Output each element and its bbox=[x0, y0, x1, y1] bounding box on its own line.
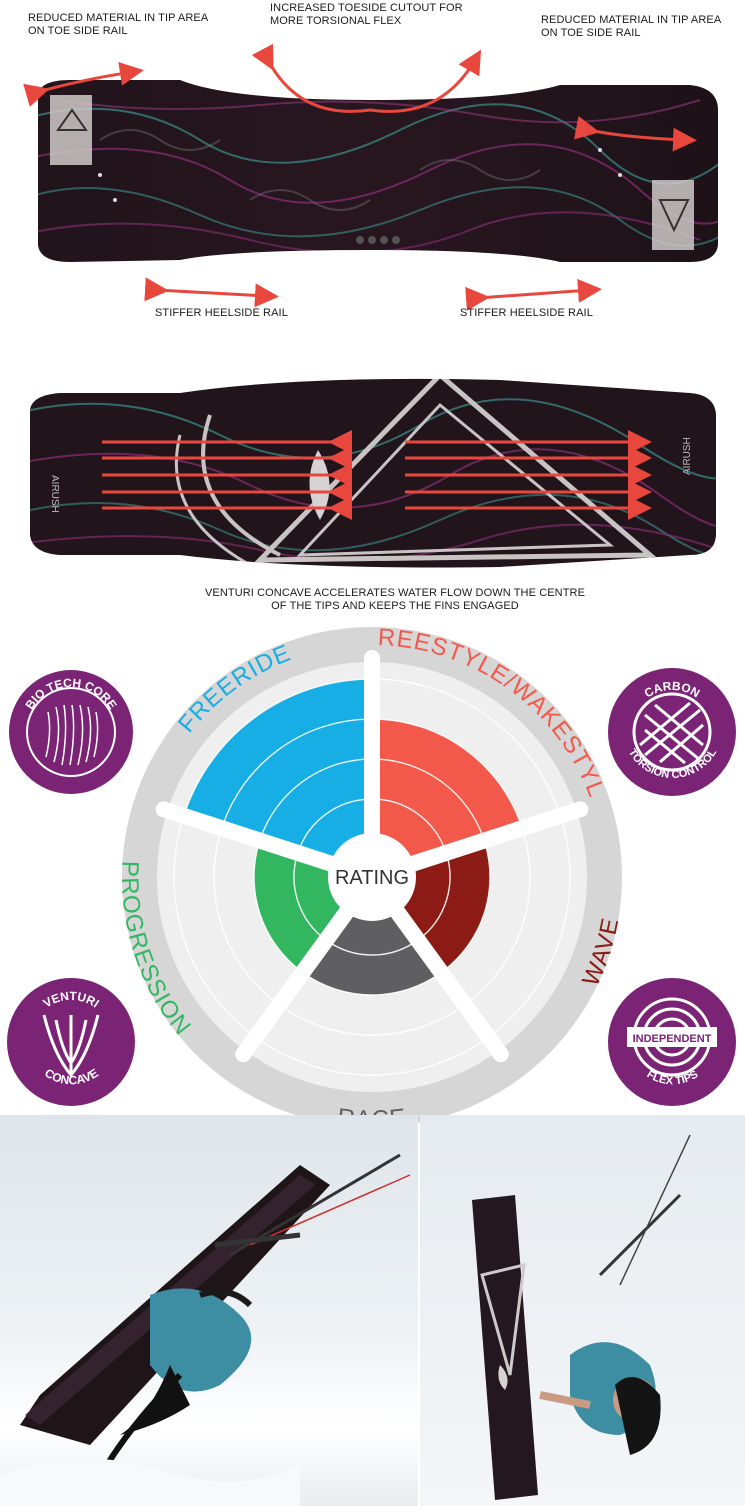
rating-guide-ring bbox=[375, 718, 522, 826]
rating-guide-ring bbox=[259, 758, 370, 839]
rating-guide-ring bbox=[222, 718, 369, 826]
rating-spoke bbox=[400, 801, 589, 874]
board-brand-left: AIRUSH bbox=[49, 475, 60, 513]
rider-jump-illustration bbox=[0, 1153, 411, 1506]
caption-toe-tip-right: REDUCED MATERIAL IN TIP AREA ON TOE SIDE… bbox=[541, 14, 721, 39]
badge-venturi-bottom-label: CONCAVE bbox=[42, 1066, 101, 1088]
rating-guide-ring bbox=[491, 819, 571, 1036]
rating-guide-ring bbox=[258, 1038, 486, 1076]
rating-spoke bbox=[155, 801, 344, 874]
badge-independent-flex-tips: INDEPENDENT FLEX TIPS bbox=[608, 978, 736, 1106]
photo-rider-jump bbox=[0, 1115, 418, 1506]
rating-spoke bbox=[386, 899, 509, 1063]
badge-independent-center-label: INDEPENDENT bbox=[633, 1033, 712, 1045]
rating-center-label: RATING bbox=[335, 867, 409, 889]
badge-bio-tech-core: BIO TECH CORE bbox=[9, 670, 133, 794]
badge-carbon-torsion: CARBON TORSION CONTROL bbox=[608, 668, 736, 796]
rating-guide-ring bbox=[213, 830, 278, 1004]
rating-guide-ring bbox=[374, 758, 485, 839]
rider-board-illustration bbox=[472, 1134, 691, 1500]
rating-guide-ring bbox=[373, 798, 447, 852]
photo-rider-board-up bbox=[420, 1115, 745, 1506]
rating-segment-freestyle-wakestyle bbox=[372, 719, 522, 865]
rating-guide-ring bbox=[281, 1006, 463, 1036]
caption-heelside-right: STIFFER HEELSIDE RAIL bbox=[460, 307, 593, 319]
svg-text:CARBON: CARBON bbox=[642, 679, 703, 701]
caption-heelside-left: STIFFER HEELSIDE RAIL bbox=[155, 307, 288, 319]
rating-segment-progression bbox=[254, 842, 350, 972]
caption-toe-tip-left: REDUCED MATERIAL IN TIP AREA ON TOE SIDE… bbox=[28, 12, 208, 37]
svg-text:FLEX TIPS: FLEX TIPS bbox=[645, 1068, 701, 1087]
rating-guide-ring bbox=[418, 854, 451, 940]
rating-guide-ring bbox=[466, 830, 531, 1004]
svg-text:VENTURI: VENTURI bbox=[41, 989, 102, 1011]
board-top-view bbox=[23, 43, 718, 311]
badge-carbon-top-label: CARBON bbox=[642, 679, 703, 701]
rating-spoke bbox=[235, 899, 358, 1063]
board-brand-right: AIRUSH bbox=[682, 437, 693, 475]
rating-guide-ring bbox=[375, 678, 560, 813]
rating-guide-ring bbox=[293, 854, 326, 940]
board-bottom-view: AIRUSH AIRUSH bbox=[30, 378, 716, 568]
badge-venturi-top-label: VENTURI bbox=[41, 989, 102, 1011]
svg-text:CONCAVE: CONCAVE bbox=[42, 1066, 101, 1088]
rating-guide-ring bbox=[327, 940, 417, 956]
rating-guide-ring bbox=[304, 973, 440, 996]
badge-venturi-concave: VENTURI CONCAVE bbox=[7, 978, 135, 1106]
rating-guide-ring bbox=[184, 678, 369, 813]
rating-guide-ring bbox=[173, 819, 253, 1036]
rating-segment-wave bbox=[394, 842, 490, 972]
caption-toeside-cutout: INCREASED TOESIDE CUTOUT FOR MORE TORSIO… bbox=[270, 2, 463, 27]
rating-guide-ring bbox=[253, 842, 302, 972]
caption-venturi-concave: VENTURI CONCAVE ACCELERATES WATER FLOW D… bbox=[204, 587, 586, 612]
rating-guide-ring bbox=[442, 842, 491, 972]
rating-guide-ring bbox=[297, 798, 371, 852]
rating-hub bbox=[328, 833, 416, 921]
badge-independent-bottom-label: FLEX TIPS bbox=[645, 1068, 701, 1087]
